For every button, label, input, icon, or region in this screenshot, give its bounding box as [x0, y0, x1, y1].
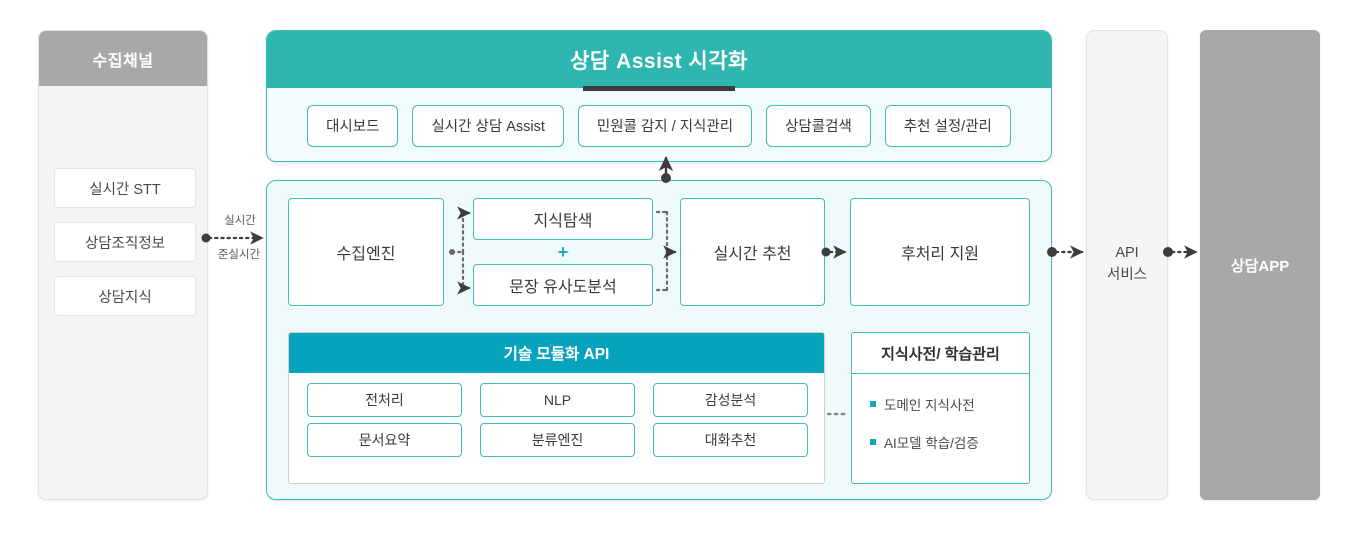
tab-recommend-settings[interactable]: 추천 설정/관리 — [884, 104, 1011, 147]
knowledge-dict-item-model: AI모델 학습/검증 — [884, 436, 979, 451]
square-bullet-icon — [870, 401, 876, 407]
assist-visualization-title: 상담 Assist 시각화 — [267, 31, 1051, 88]
block-collection-engine[interactable]: 수집엔진 — [288, 198, 444, 306]
visualization-tab-row: 대시보드 실시간 상담 Assist 민원콜 감지 / 지식관리 상담콜검색 추… — [267, 88, 1051, 161]
tech-module-api-title: 기술 모듈화 API — [289, 333, 824, 373]
knowledge-dictionary-title: 지식사전/ 학습관리 — [852, 333, 1029, 374]
tech-module-api-grid: 전처리 NLP 감성분석 문서요약 분류엔진 대화추천 — [307, 383, 808, 457]
consult-app-panel: 상담APP — [1200, 30, 1320, 500]
channel-item-stt[interactable]: 실시간 STT — [54, 168, 196, 208]
block-sentence-similarity[interactable]: 문장 유사도분석 — [473, 264, 653, 306]
connector-label-near-realtime: 준실시간 — [217, 249, 261, 261]
connector-label-realtime: 실시간 — [224, 215, 256, 227]
api-cell-classification[interactable]: 분류엔진 — [480, 423, 635, 457]
tech-module-api-card: 기술 모듈화 API 전처리 NLP 감성분석 문서요약 분류엔진 대화추천 — [288, 332, 825, 484]
api-service-panel: API 서비스 — [1086, 30, 1168, 500]
knowledge-dict-item-domain: 도메인 지식사전 — [884, 398, 975, 413]
collection-channel-panel: 수집채널 실시간 STT 상담조직정보 상담지식 — [38, 30, 208, 500]
collection-channel-title: 수집채널 — [39, 31, 207, 86]
api-cell-sentiment[interactable]: 감성분석 — [653, 383, 808, 417]
block-realtime-recommend[interactable]: 실시간 추천 — [680, 198, 825, 306]
knowledge-dictionary-list: 도메인 지식사전 AI모델 학습/검증 — [870, 385, 1020, 461]
plus-separator: + — [557, 241, 569, 262]
consult-app-label: 상담APP — [1230, 257, 1290, 275]
api-service-line2: 서비스 — [1106, 267, 1148, 283]
block-post-process-support[interactable]: 후처리 지원 — [850, 198, 1030, 306]
api-service-line1: API — [1115, 245, 1139, 262]
api-service-label: API 서비스 — [1107, 243, 1147, 287]
api-cell-dialog-recommend[interactable]: 대화추천 — [653, 423, 808, 457]
tab-complaint-detection[interactable]: 민원콜 감지 / 지식관리 — [577, 104, 753, 147]
list-item[interactable]: 도메인 지식사전 — [870, 385, 1020, 423]
square-bullet-icon — [870, 439, 876, 445]
knowledge-dictionary-card: 지식사전/ 학습관리 도메인 지식사전 AI모델 학습/검증 — [851, 332, 1030, 484]
api-cell-doc-summary[interactable]: 문서요약 — [307, 423, 462, 457]
tab-call-search[interactable]: 상담콜검색 — [766, 104, 871, 147]
api-cell-preprocess[interactable]: 전처리 — [307, 383, 462, 417]
block-knowledge-search[interactable]: 지식탐색 — [473, 198, 653, 240]
assist-visualization-panel: 상담 Assist 시각화 대시보드 실시간 상담 Assist 민원콜 감지 … — [266, 30, 1052, 162]
channel-item-org-info[interactable]: 상담조직정보 — [54, 222, 196, 262]
api-cell-nlp[interactable]: NLP — [480, 383, 635, 417]
channel-item-knowledge[interactable]: 상담지식 — [54, 276, 196, 316]
tab-realtime-assist[interactable]: 실시간 상담 Assist — [412, 104, 564, 147]
list-item[interactable]: AI모델 학습/검증 — [870, 423, 1020, 461]
tab-dashboard[interactable]: 대시보드 — [307, 104, 399, 147]
title-underline — [583, 86, 735, 91]
